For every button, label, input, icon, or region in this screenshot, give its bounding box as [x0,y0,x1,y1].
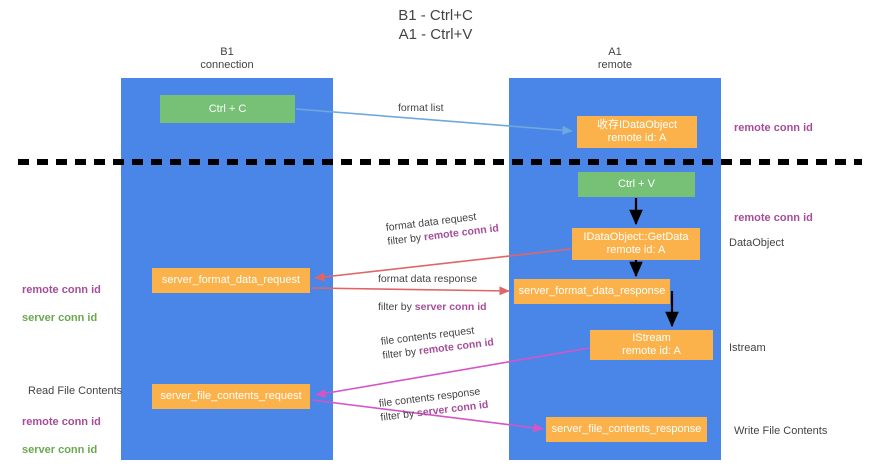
edge-label-format-data-response-text: format data response [378,273,478,285]
edge-label-format-data-response-filter: filter by server conn id [378,300,487,314]
node-idataobject-getdata[interactable]: IDataObject::GetData remote id: A [572,228,700,260]
swimlane-b1-header: B1 connection [200,46,254,71]
annotation-left-bottom: remote conn id server conn id [22,401,101,471]
annotation-remote-conn-id: remote conn id [22,284,101,296]
edge-label-format-list-text: format list [398,102,444,114]
page-title: B1 - Ctrl+C A1 - Ctrl+V [398,7,473,43]
annotation-remote-conn-id-mid: remote conn id [734,212,813,224]
node-server-format-data-request[interactable]: server_format_data_request [152,268,310,293]
annotation-remote-conn-id-top: remote conn id [734,122,813,134]
annotation-server-conn-id: server conn id [22,444,98,456]
node-server-file-contents-response[interactable]: server_file_contents_response [546,417,707,442]
annotation-write-file-contents: Write File Contents [734,425,828,437]
edge-label-format-list: format list [398,101,444,115]
annotation-remote-conn-id: remote conn id [22,416,101,428]
node-idataobject[interactable]: 收存IDataObject remote id: A [577,116,697,148]
node-server-format-data-response[interactable]: server_format_data_response [514,279,670,304]
annotation-dataobject: DataObject [729,237,785,249]
edge-label-format-data-response: format data response filter by server co… [378,272,487,314]
annotation-server-conn-id: server conn id [22,312,98,324]
arrow-format-list [295,108,573,135]
arrow-file-contents-request [315,347,590,398]
annotation-left-middle: remote conn id server conn id [22,269,101,339]
node-server-file-contents-request[interactable]: server_file_contents_request [152,384,310,409]
swimlane-a1-header: A1 remote [597,46,633,71]
arrow-format-data-response [311,286,510,296]
annotation-istream: Istream [729,342,766,354]
node-ctrl-c[interactable]: Ctrl + C [160,95,295,123]
annotation-read-file-contents: Read File Contents [28,385,123,397]
node-istream[interactable]: IStream remote id: A [590,330,713,360]
arrow-file-contents-response [311,399,544,433]
filter-key-server-conn-id: server conn id [414,301,487,313]
node-ctrl-v[interactable]: Ctrl + V [578,172,695,197]
arrow-format-data-request [314,248,572,282]
filter-prefix: filter by [378,301,415,313]
